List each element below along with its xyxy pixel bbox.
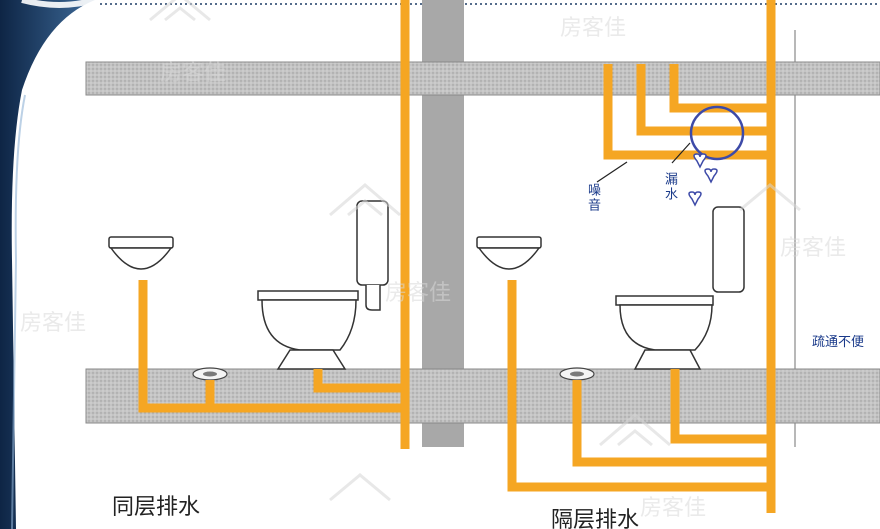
svg-text:房客佳: 房客佳 xyxy=(20,311,86,336)
water-drop-icon xyxy=(693,153,707,169)
right-toilet xyxy=(615,206,745,370)
left-toilet xyxy=(257,200,389,370)
right-washbasin xyxy=(476,236,542,270)
left-floor-drain xyxy=(192,367,228,381)
right-floor-drain-pipe xyxy=(572,380,771,467)
svg-text:房客佳: 房客佳 xyxy=(640,496,706,521)
leak-label: 漏水 xyxy=(662,172,677,202)
upper-floor-slab xyxy=(85,61,880,96)
separate-floor-drainage-label: 隔层排水 xyxy=(551,508,640,529)
leak-problem-circle xyxy=(689,105,745,161)
upper-pipe-1 xyxy=(603,64,771,160)
svg-text:房客佳: 房客佳 xyxy=(160,61,226,86)
upper-pipe-2 xyxy=(636,64,771,136)
svg-text:房客佳: 房客佳 xyxy=(780,236,846,261)
watermark-texts: 房客佳 房客佳 房客佳 房客佳 房客佳 房客佳 xyxy=(20,16,846,521)
water-drop-icons xyxy=(688,153,718,207)
upper-pipe-3 xyxy=(669,64,771,113)
same-floor-drainage-label: 同层排水 xyxy=(112,495,201,520)
right-toilet-pipe xyxy=(670,369,771,444)
water-drop-icon xyxy=(688,191,702,207)
inconvenient-dredging-label: 疏通不便 xyxy=(812,335,865,350)
noise-label: 噪音 xyxy=(585,183,600,213)
watermark-logos xyxy=(149,0,801,502)
left-toilet-pipe xyxy=(313,369,405,393)
noise-leader-line xyxy=(596,161,628,183)
svg-text:房客佳: 房客佳 xyxy=(385,281,451,306)
drain-pipes xyxy=(138,0,776,513)
water-drop-icon xyxy=(704,168,718,184)
leak-leader-line xyxy=(671,142,691,164)
left-decorative-band xyxy=(0,0,96,529)
right-basin-pipe xyxy=(507,280,771,492)
left-washbasin xyxy=(108,236,174,270)
left-basin-pipe xyxy=(138,280,405,413)
svg-text:房客佳: 房客佳 xyxy=(560,16,626,41)
right-floor-drain xyxy=(559,367,595,381)
